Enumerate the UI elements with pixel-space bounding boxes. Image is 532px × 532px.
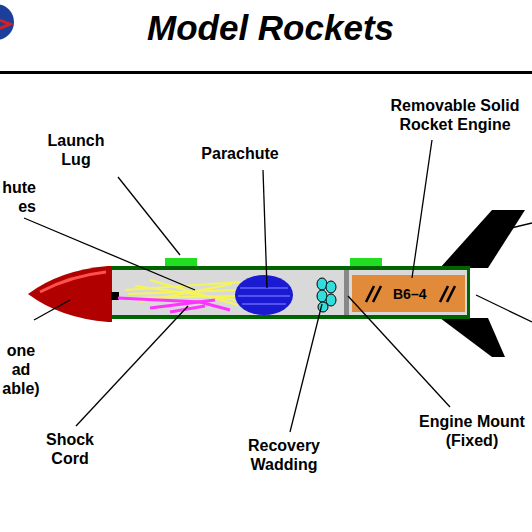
engine-code: B6–4	[391, 285, 428, 304]
leader-lines	[24, 140, 532, 432]
parachute	[235, 275, 293, 315]
part-label: Launch Lug	[40, 131, 112, 169]
part-label: hute es	[0, 178, 36, 216]
shock-cord	[118, 298, 230, 312]
recovery-wadding	[317, 278, 336, 312]
title: Model Rockets	[147, 8, 394, 48]
part-label: Removable Solid Rocket Engine	[382, 96, 528, 134]
part-label: Shock Cord	[38, 430, 102, 468]
body-tube	[108, 266, 470, 319]
part-label: Parachute	[190, 144, 290, 163]
engine-mount	[344, 270, 349, 315]
fin	[440, 210, 525, 268]
fin	[440, 318, 505, 357]
logo	[0, 4, 14, 40]
rocket-engine	[352, 275, 465, 312]
part-label: Engine Mount (Fixed)	[414, 412, 530, 450]
part-label: Recovery Wadding	[242, 436, 326, 474]
part-label: one ad able)	[0, 341, 42, 398]
title-rule	[0, 71, 532, 74]
nose-cone	[28, 266, 112, 322]
